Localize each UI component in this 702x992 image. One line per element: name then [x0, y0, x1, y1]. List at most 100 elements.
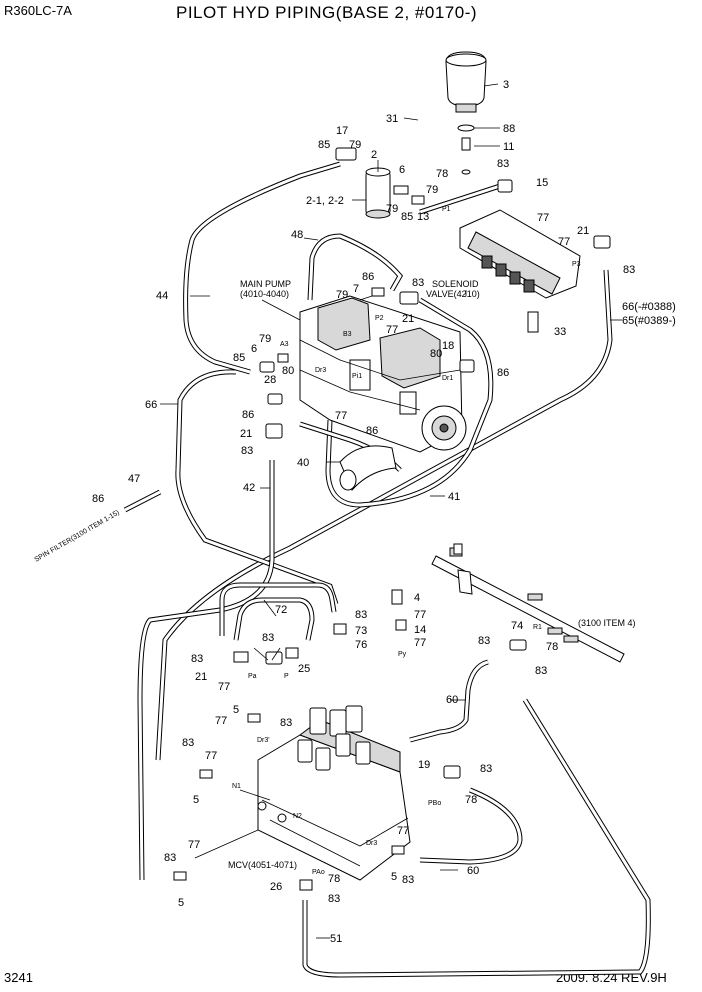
port-pbo: PBo	[428, 800, 441, 807]
callout-83: 83	[412, 277, 424, 289]
callout-73: 73	[355, 625, 367, 637]
callout-83: 83	[241, 445, 253, 457]
callout-18: 18	[442, 340, 454, 352]
port-pi1: Pi1	[352, 373, 362, 380]
port-dr3-mcv: Dr3	[366, 840, 377, 847]
callout-77: 77	[397, 825, 409, 837]
callout-6: 6	[399, 164, 405, 176]
callout-6: 6	[251, 343, 257, 355]
callout-79: 79	[426, 184, 438, 196]
callout-66-65-b: 65(#0389-)	[622, 315, 676, 327]
callout-14: 14	[414, 624, 426, 636]
callout-80: 80	[282, 365, 294, 377]
callout-83: 83	[280, 717, 292, 729]
callout-83: 83	[182, 737, 194, 749]
leader-lines	[160, 83, 622, 939]
callout-86: 86	[497, 367, 509, 379]
port-b3: B3	[343, 331, 352, 338]
callout-21: 21	[402, 313, 414, 325]
fittings	[173, 147, 611, 891]
callout-21: 21	[577, 225, 589, 237]
callout-60: 60	[446, 694, 458, 706]
callout-19: 19	[418, 759, 430, 771]
callout-21: 21	[195, 671, 207, 683]
port-a3: A3	[280, 341, 289, 348]
callout-2-1-2-2: 2-1, 2-2	[306, 195, 344, 207]
port-dr3: Dr3	[315, 367, 326, 374]
port-pao: PAo	[312, 869, 325, 876]
callout-86: 86	[366, 425, 378, 437]
callout-5: 5	[178, 897, 184, 909]
callout-66: 66	[145, 399, 157, 411]
callout-13: 13	[417, 211, 429, 223]
callout-40: 40	[297, 457, 309, 469]
line-filter	[445, 51, 487, 175]
callout-85: 85	[318, 139, 330, 151]
callout-77: 77	[188, 839, 200, 851]
port-p: P	[284, 673, 289, 680]
callout-74: 74	[511, 620, 523, 632]
hose-lines	[123, 161, 651, 978]
callout-77: 77	[218, 681, 230, 693]
port-labels: P1 P2 P3 A3 B3 Dr3 Pi1 Dr1 Py Pa P R1 Dr…	[232, 206, 581, 876]
callout-5: 5	[193, 794, 199, 806]
callout-21: 21	[240, 428, 252, 440]
callout-41: 41	[448, 491, 460, 503]
callout-79: 79	[349, 139, 361, 151]
callout-66-65: 66(-#0388)	[622, 301, 676, 313]
callout-83: 83	[328, 893, 340, 905]
main-control-valve	[257, 705, 411, 881]
model-code: R360LC-7A	[4, 3, 72, 18]
callout-25: 25	[298, 663, 310, 675]
callout-77: 77	[205, 750, 217, 762]
callout-86: 86	[362, 271, 374, 283]
port-dr1: Dr1	[442, 375, 453, 382]
callout-77: 77	[414, 609, 426, 621]
note-main-pump-ref: (4010-4040)	[240, 289, 289, 299]
port-py: Py	[398, 651, 407, 658]
callout-15: 15	[536, 177, 548, 189]
callout-83: 83	[478, 635, 490, 647]
callout-48: 48	[291, 229, 303, 241]
callout-79: 79	[259, 333, 271, 345]
callout-77: 77	[215, 715, 227, 727]
port-r1: R1	[533, 624, 542, 631]
callout-2: 2	[371, 149, 377, 161]
callout-33: 33	[554, 326, 566, 338]
callout-labels: 3 31 88 11 78 17 85 79 2 6 79 85 13 2-1,…	[92, 79, 676, 945]
callout-83: 83	[480, 763, 492, 775]
port-p1: P1	[442, 206, 451, 213]
callout-17: 17	[336, 125, 348, 137]
callout-83: 83	[535, 665, 547, 677]
note-mcv: MCV(4051-4071)	[228, 860, 297, 870]
callout-83: 83	[262, 632, 274, 644]
callout-79: 79	[336, 289, 348, 301]
note-pipe-ref: (3100 ITEM 4)	[578, 618, 636, 628]
callout-26: 26	[270, 881, 282, 893]
callout-77: 77	[414, 637, 426, 649]
callout-80: 80	[430, 348, 442, 360]
callout-5: 5	[233, 704, 239, 716]
port-n1: N1	[232, 783, 241, 790]
port-pa: Pa	[248, 673, 257, 680]
note-pilot-filter: SPIN FILTER(3100 ITEM 1-15)	[34, 509, 121, 563]
callout-86: 86	[242, 409, 254, 421]
callout-79: 79	[386, 203, 398, 215]
callout-11: 11	[503, 141, 514, 153]
callout-51: 51	[330, 933, 342, 945]
port-n2: N2	[293, 813, 302, 820]
note-main-pump: MAIN PUMP	[240, 279, 291, 289]
callout-83: 83	[355, 609, 367, 621]
callout-77: 77	[386, 324, 398, 336]
callout-31: 31	[386, 113, 398, 125]
callout-44: 44	[156, 290, 168, 302]
page-number: 3241	[4, 970, 33, 985]
solenoid-valve	[459, 209, 581, 333]
callout-78: 78	[465, 794, 477, 806]
callout-78: 78	[328, 873, 340, 885]
callout-3: 3	[503, 79, 509, 91]
port-dr3-prime: Dr3'	[257, 737, 270, 744]
callout-5: 5	[391, 871, 397, 883]
